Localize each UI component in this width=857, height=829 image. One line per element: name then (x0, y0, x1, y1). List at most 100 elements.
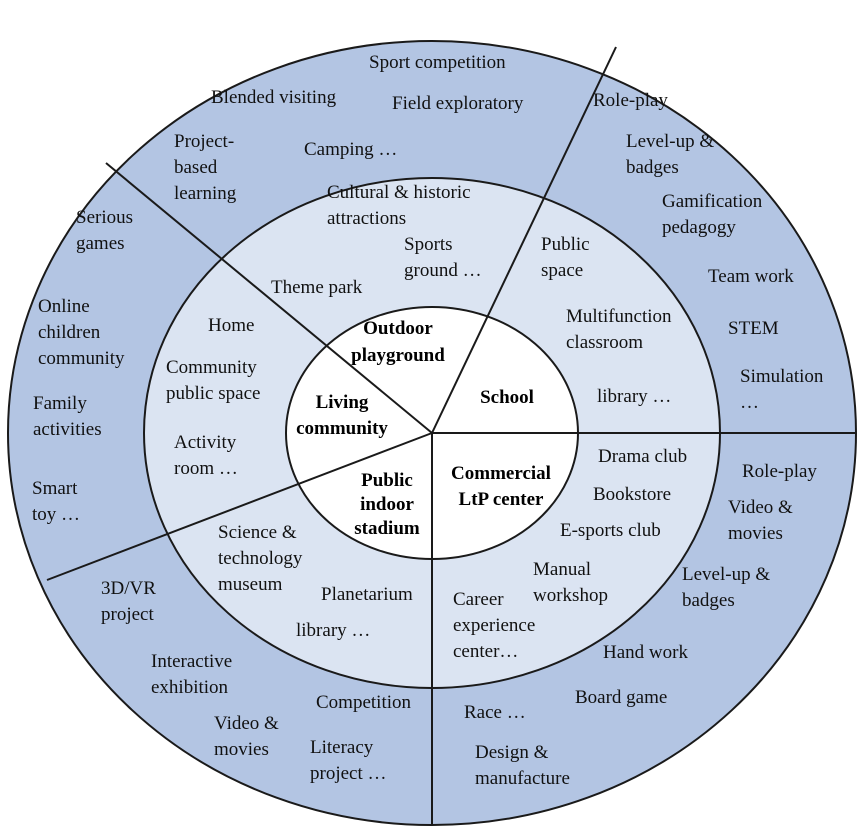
public-indoor-stadium-middle-1-label: Planetarium (321, 584, 413, 605)
label-line: Interactive (151, 651, 232, 672)
label-line: E-sports club (560, 520, 661, 541)
public-indoor-stadium-middle-0-label: Science & technology museum (218, 522, 303, 595)
label-line: School (480, 387, 534, 408)
label-line: Theme park (271, 277, 363, 298)
label-line: Commercial (451, 463, 551, 484)
label-line: Science & (218, 522, 297, 543)
label-line: Hand work (603, 642, 688, 663)
label-line: Race … (464, 702, 526, 723)
school-outer-1-label: Level-up &badges (626, 131, 714, 178)
label-line: Cultural & historic (327, 182, 471, 203)
label-line: movies (214, 739, 269, 760)
outdoor-playground-center-label: Outdoor playground (351, 318, 445, 366)
label-line: Project- (174, 131, 234, 152)
label-line: activities (33, 419, 102, 440)
school-outer-2-label: Gamification pedagogy (662, 191, 763, 238)
label-line: Simulation (740, 366, 824, 387)
commercial-ltp-center-outer-6-label: Design & manufacture (475, 742, 570, 789)
label-line: indoor (360, 494, 414, 515)
label-line: experience (453, 615, 535, 636)
label-line: Smart (32, 478, 78, 499)
label-line: pedagogy (662, 217, 736, 238)
label-line: Serious (76, 207, 133, 228)
label-line: LtP center (459, 489, 545, 510)
public-indoor-stadium-middle-2-label: library … (296, 620, 370, 641)
commercial-ltp-center-middle-3-label: Manual workshop (533, 559, 608, 606)
label-line: Video & (214, 713, 279, 734)
living-community-outer-0-label: Serious games (76, 207, 133, 254)
label-line: Board game (575, 687, 667, 708)
label-line: Career (453, 589, 504, 610)
label-line: center… (453, 641, 518, 662)
school-outer-0-label: Role-play (593, 90, 668, 111)
label-line: technology (218, 548, 303, 569)
label-line: Camping … (304, 139, 397, 160)
label-line: games (76, 233, 125, 254)
label-line: Level-up & (626, 131, 714, 152)
label-line: museum (218, 574, 283, 595)
label-line: Sport competition (369, 52, 506, 73)
public-indoor-stadium-outer-0-label: 3D/VR project (101, 578, 156, 625)
label-line: playground (351, 345, 445, 366)
label-line: Video & (728, 497, 793, 518)
school-middle-2-label: library … (597, 386, 671, 407)
commercial-ltp-center-outer-3-label: Hand work (603, 642, 688, 663)
divider-living-outdoor (105, 162, 433, 434)
commercial-ltp-center-outer-1-label: Video &movies (728, 497, 793, 544)
outdoor-playground-outer-2-label: Field exploratory (392, 93, 524, 114)
outdoor-playground-outer-0-label: Sport competition (369, 52, 506, 73)
label-line: public space (166, 383, 260, 404)
label-line: Public (361, 470, 413, 491)
label-line: stadium (354, 518, 420, 539)
divider-outdoor-school (431, 46, 617, 434)
school-middle-0-label: Public space (541, 234, 590, 281)
label-line: Manual (533, 559, 591, 580)
label-line: toy … (32, 504, 80, 525)
school-outer-4-label: STEM (728, 318, 779, 339)
divider-indoor-living (46, 432, 433, 581)
label-line: Design & (475, 742, 549, 763)
commercial-ltp-center-middle-2-label: E-sports club (560, 520, 661, 541)
commercial-ltp-center-middle-0-label: Drama club (598, 446, 687, 467)
label-line: manufacture (475, 768, 570, 789)
label-line: Public (541, 234, 590, 255)
label-line: children (38, 322, 101, 343)
label-line: … (740, 392, 759, 413)
commercial-ltp-center-outer-5-label: Race … (464, 702, 526, 723)
label-line: Community (166, 357, 257, 378)
label-line: Bookstore (593, 484, 671, 505)
label-line: exhibition (151, 677, 229, 698)
label-line: Outdoor (363, 318, 433, 339)
label-line: project (101, 604, 154, 625)
label-line: space (541, 260, 583, 281)
outdoor-playground-outer-3-label: Project-based learning (174, 131, 237, 204)
label-line: badges (682, 590, 735, 611)
label-line: ground … (404, 260, 482, 281)
outdoor-playground-outer-4-label: Camping … (304, 139, 397, 160)
commercial-ltp-center-outer-4-label: Board game (575, 687, 667, 708)
label-line: project … (310, 763, 387, 784)
label-line: community (38, 348, 125, 369)
label-line: classroom (566, 332, 643, 353)
label-line: Activity (174, 432, 237, 453)
label-line: STEM (728, 318, 779, 339)
label-line: based (174, 157, 218, 178)
label-line: Level-up & (682, 564, 770, 585)
label-line: learning (174, 183, 237, 204)
label-line: Role-play (593, 90, 668, 111)
label-line: workshop (533, 585, 608, 606)
label-line: community (296, 418, 388, 439)
public-indoor-stadium-outer-2-label: Video & movies (214, 713, 279, 760)
label-line: Gamification (662, 191, 763, 212)
label-line: 3D/VR (101, 578, 156, 599)
commercial-ltp-center-outer-2-label: Level-up & badges (682, 564, 770, 611)
